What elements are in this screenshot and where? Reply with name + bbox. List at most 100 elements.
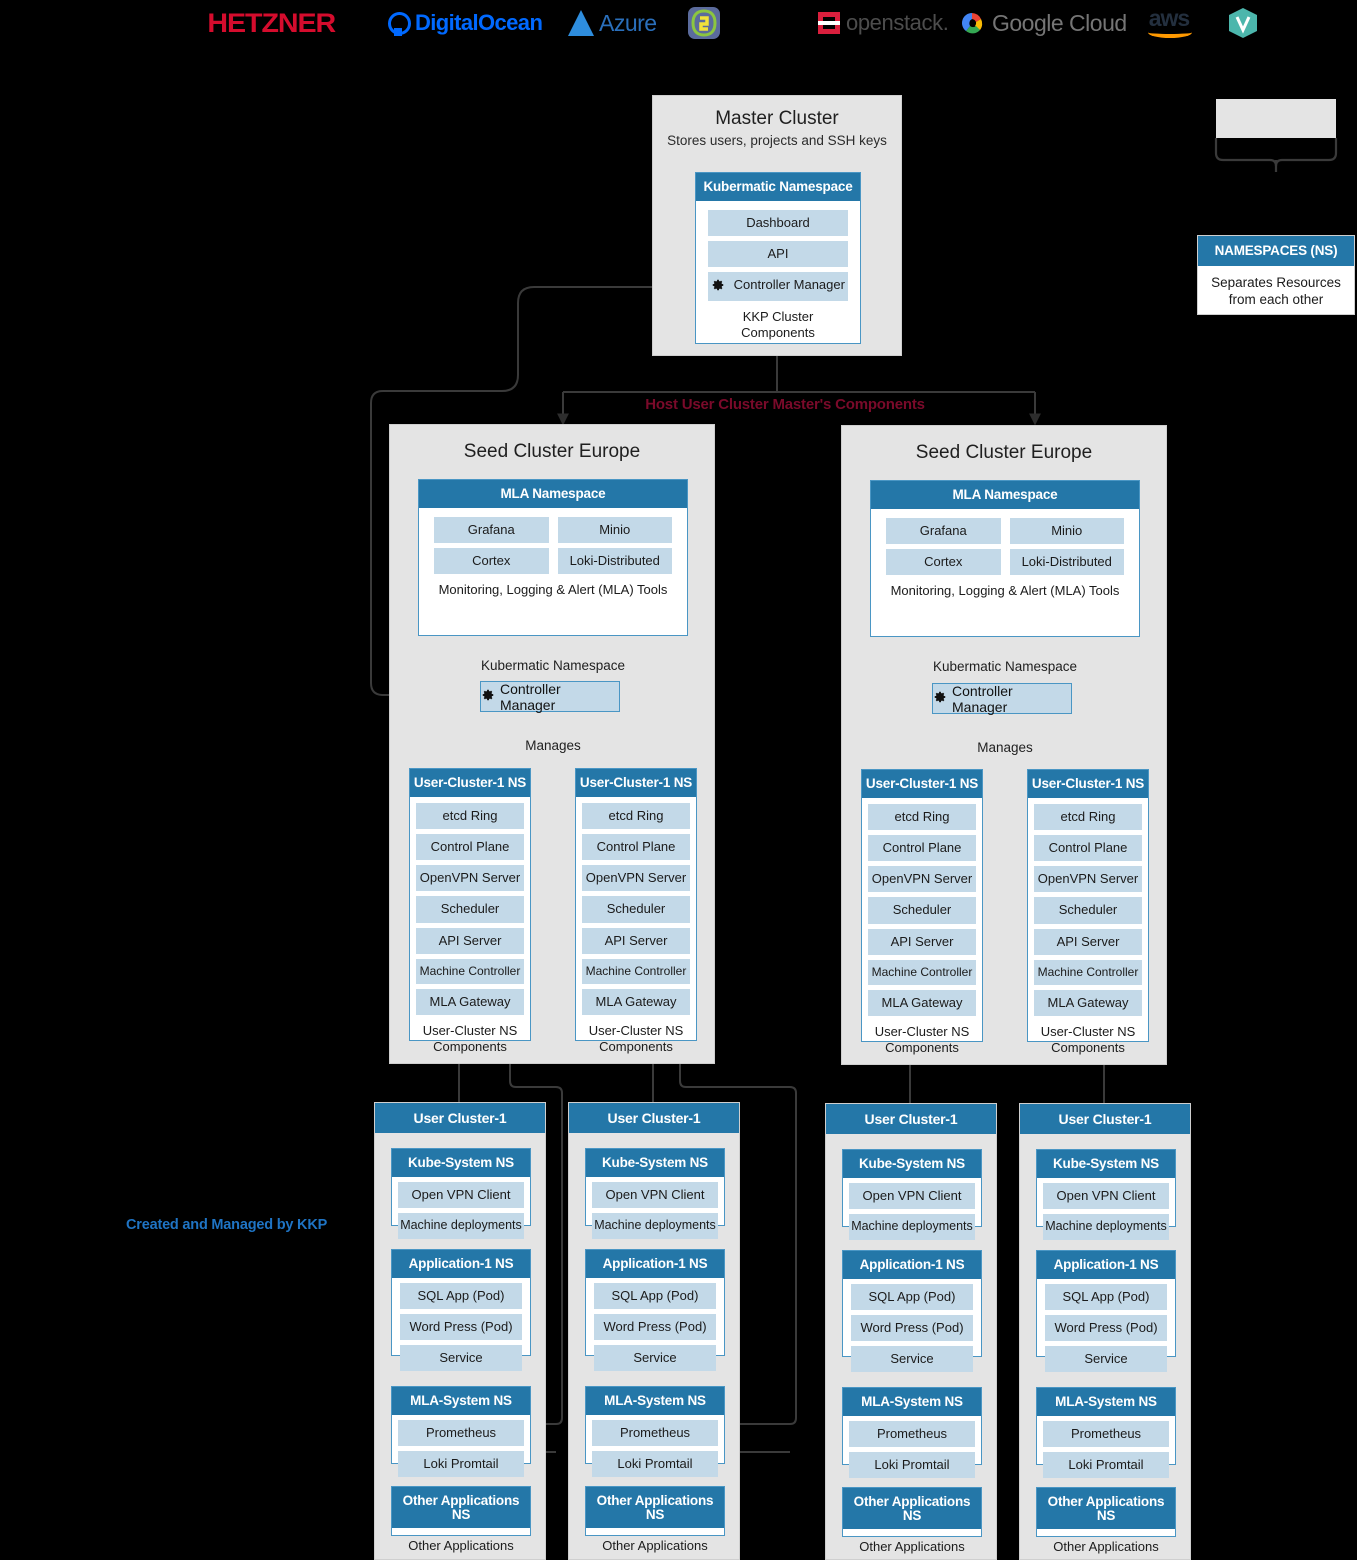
seed-1-uc1-item-machine-controller[interactable]: Machine Controller [416, 958, 524, 985]
uc3-application-1-ns-header: Application-1 NS [843, 1251, 981, 1279]
uc1-item-other-applications[interactable]: Other Applications [408, 1538, 514, 1553]
seed-2-uc1-item-mla-gateway[interactable]: MLA Gateway [868, 990, 976, 1017]
seed-2-uc2-item-mla-gateway[interactable]: MLA Gateway [1034, 990, 1142, 1017]
seed-1-uc2-item-machine-controller[interactable]: Machine Controller [582, 958, 690, 985]
uc1-mla-system-ns-header: MLA-System NS [392, 1387, 530, 1415]
uc2-item-loki-promtail[interactable]: Loki Promtail [592, 1450, 718, 1478]
seed-1-uc2-item-mla-gateway[interactable]: MLA Gateway [582, 989, 690, 1016]
seed-2-uc2-item-scheduler[interactable]: Scheduler [1034, 897, 1142, 924]
seed-2-uc1-item-etcd-ring[interactable]: etcd Ring [868, 803, 976, 830]
seed-1-uc1-item-scheduler[interactable]: Scheduler [416, 896, 524, 923]
uc4-item-word-press[interactable]: Word Press (Pod) [1045, 1314, 1167, 1342]
uc4-item-loki-promtail[interactable]: Loki Promtail [1043, 1451, 1169, 1479]
seed-1-mla-item-minio[interactable]: Minio [557, 516, 672, 543]
uc2-item-prometheus[interactable]: Prometheus [592, 1419, 718, 1446]
uc1-item-sql-app[interactable]: SQL App (Pod) [400, 1282, 522, 1309]
uc1-item-service[interactable]: Service [400, 1345, 522, 1372]
seed-2-uc2-item-control-plane[interactable]: Control Plane [1034, 834, 1142, 862]
seed-1-uc1-item-etcd-ring[interactable]: etcd Ring [416, 802, 524, 829]
seed-2-mla-item-minio[interactable]: Minio [1009, 517, 1124, 544]
seed-2-uc1-item-api-server[interactable]: API Server [868, 928, 976, 955]
seed-1-mla-caption: Monitoring, Logging & Alert (MLA) Tools [438, 582, 668, 598]
seed-2-uc1-item-scheduler[interactable]: Scheduler [868, 897, 976, 924]
uc2-item-machine-deployments[interactable]: Machine deployments [592, 1212, 718, 1239]
uc4-other-applications-ns-header: Other Applications NS [1037, 1488, 1175, 1529]
uc1-item-loki-promtail[interactable]: Loki Promtail [398, 1450, 524, 1478]
uc3-item-loki-promtail[interactable]: Loki Promtail [849, 1451, 975, 1479]
uc1-kube-system-ns-header: Kube-System NS [392, 1149, 530, 1177]
seed-2-uc2-item-machine-controller[interactable]: Machine Controller [1034, 959, 1142, 986]
seed-1-uc1-item-control-plane[interactable]: Control Plane [416, 833, 524, 861]
seed-1-mla-item-loki-distributed[interactable]: Loki-Distributed [557, 547, 672, 575]
seed-2-mla-item-grafana[interactable]: Grafana [886, 517, 1001, 544]
master-item-api[interactable]: API [708, 240, 848, 268]
aws-logo-label: aws [1148, 4, 1190, 31]
uc4-application-1-ns-header: Application-1 NS [1037, 1251, 1175, 1279]
uc3-item-word-press[interactable]: Word Press (Pod) [851, 1314, 973, 1342]
uc2-item-service[interactable]: Service [594, 1345, 716, 1372]
vsphere-mark-icon [1229, 8, 1257, 38]
uc1-item-open-vpn-client[interactable]: Open VPN Client [398, 1181, 524, 1208]
aws-smile-icon [1148, 29, 1192, 39]
master-item-dashboard[interactable]: Dashboard [708, 209, 848, 236]
uc2-application-1-ns-header: Application-1 NS [586, 1250, 724, 1278]
seed-2-uc1-item-openvpn-server[interactable]: OpenVPN Server [868, 866, 976, 893]
seed-1-controller-manager[interactable]: Controller Manager [480, 681, 620, 713]
gear-icon [481, 688, 495, 705]
seed-2-mla-item-loki-distributed[interactable]: Loki-Distributed [1009, 548, 1124, 576]
seed-1-uc2-item-scheduler[interactable]: Scheduler [582, 896, 690, 923]
uc2-mla-system-ns-header: MLA-System NS [586, 1387, 724, 1415]
uc2-item-word-press[interactable]: Word Press (Pod) [594, 1313, 716, 1341]
uc3-kube-system-ns-panel: Kube-System NS Open VPN Client Machine d… [842, 1149, 982, 1240]
seed-2-controller-manager[interactable]: Controller Manager [932, 683, 1072, 715]
uc3-item-sql-app[interactable]: SQL App (Pod) [851, 1283, 973, 1310]
seed-2-uc1-item-control-plane[interactable]: Control Plane [868, 834, 976, 862]
seed-1-uc1-item-mla-gateway[interactable]: MLA Gateway [416, 989, 524, 1016]
seed-2-uc2-caption: User-Cluster NS Components [1040, 1024, 1136, 1056]
seed-2-uc2-item-api-server[interactable]: API Server [1034, 928, 1142, 955]
gear-icon [933, 690, 947, 707]
seed-1-uc2-caption: User-Cluster NS Components [588, 1023, 684, 1055]
seed-2-user-cluster-ns-2-panel: User-Cluster-1 NS etcd Ring Control Plan… [1027, 769, 1149, 1055]
seed-1-mla-item-cortex[interactable]: Cortex [434, 547, 549, 575]
uc2-item-open-vpn-client[interactable]: Open VPN Client [592, 1181, 718, 1208]
seed-1-uc1-item-api-server[interactable]: API Server [416, 927, 524, 954]
seed-2-mla-item-cortex[interactable]: Cortex [886, 548, 1001, 576]
uc4-item-service[interactable]: Service [1045, 1346, 1167, 1373]
uc3-item-other-applications[interactable]: Other Applications [859, 1539, 965, 1554]
seed-1-kubermatic-namespace-label: Kubermatic Namespace [480, 658, 626, 673]
seed-2-uc2-item-etcd-ring[interactable]: etcd Ring [1034, 803, 1142, 830]
openstack-logo-label: openstack. [846, 10, 949, 35]
uc3-item-machine-deployments[interactable]: Machine deployments [849, 1213, 975, 1240]
uc2-item-sql-app[interactable]: SQL App (Pod) [594, 1282, 716, 1309]
uc4-item-machine-deployments[interactable]: Machine deployments [1043, 1213, 1169, 1240]
uc3-item-prometheus[interactable]: Prometheus [849, 1420, 975, 1447]
seed-2-uc1-item-machine-controller[interactable]: Machine Controller [868, 959, 976, 986]
seed-1-uc2-item-openvpn-server[interactable]: OpenVPN Server [582, 865, 690, 892]
uc4-kube-system-ns-header: Kube-System NS [1037, 1150, 1175, 1178]
uc4-item-open-vpn-client[interactable]: Open VPN Client [1043, 1182, 1169, 1209]
seed-1-uc2-item-control-plane[interactable]: Control Plane [582, 833, 690, 861]
seed-1-uc2-item-api-server[interactable]: API Server [582, 927, 690, 954]
seed-1-uc1-item-openvpn-server[interactable]: OpenVPN Server [416, 865, 524, 892]
uc3-other-applications-ns-header: Other Applications NS [843, 1488, 981, 1529]
uc1-item-prometheus[interactable]: Prometheus [398, 1419, 524, 1446]
gear-icon [711, 278, 725, 295]
uc2-item-other-applications[interactable]: Other Applications [602, 1538, 708, 1553]
uc4-item-prometheus[interactable]: Prometheus [1043, 1420, 1169, 1447]
seed-1-mla-item-grafana[interactable]: Grafana [434, 516, 549, 543]
user-cluster-4-box: User Cluster-1 Kube-System NS Open VPN C… [1019, 1103, 1191, 1560]
seed-1-uc2-item-etcd-ring[interactable]: etcd Ring [582, 802, 690, 829]
seed-2-uc2-item-openvpn-server[interactable]: OpenVPN Server [1034, 866, 1142, 893]
uc1-item-machine-deployments[interactable]: Machine deployments [398, 1212, 524, 1239]
uc4-item-sql-app[interactable]: SQL App (Pod) [1045, 1283, 1167, 1310]
uc1-item-word-press[interactable]: Word Press (Pod) [400, 1313, 522, 1341]
master-item-controller-manager[interactable]: Controller Manager [708, 272, 848, 302]
uc3-item-open-vpn-client[interactable]: Open VPN Client [849, 1182, 975, 1209]
anexia-logo [687, 4, 721, 42]
uc4-mla-system-ns-panel: MLA-System NS Prometheus Loki Promtail [1036, 1387, 1176, 1479]
uc4-item-other-applications[interactable]: Other Applications [1053, 1539, 1159, 1554]
uc3-item-service[interactable]: Service [851, 1346, 973, 1373]
seed-1-manages-label: Manages [525, 738, 581, 753]
